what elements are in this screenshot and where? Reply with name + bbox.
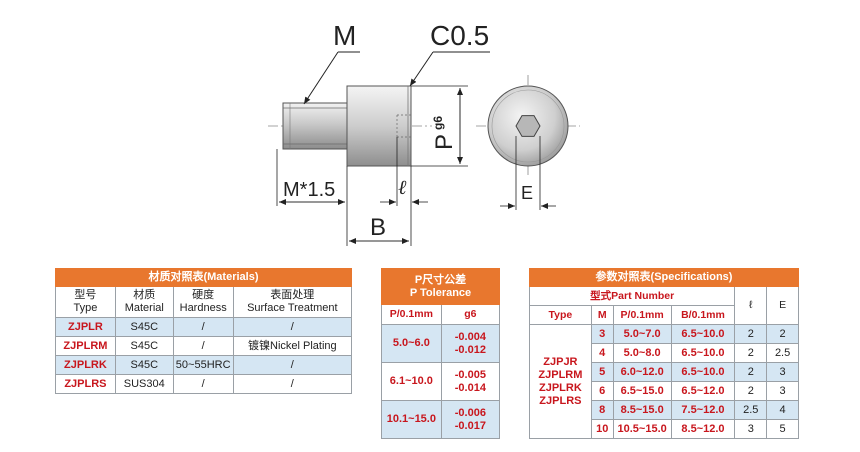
specs-header-m: M [590,305,614,325]
label-m15: M*1.5 [283,179,335,201]
label-e: E [521,183,533,203]
label-m: M [333,20,356,51]
specs-title: 参数对照表(Specifications) [529,268,799,287]
tolerance-header-g6: g6 [440,304,501,325]
hex-socket [515,115,541,137]
table-row: 8 8.5~15.0 7.5~12.0 2.5 4 [530,400,799,420]
table-row: ZJPLRK S45C 50~55HRC / [55,355,353,375]
specs-header-b: B/0.1mm [670,305,736,325]
table-row: ZJPLRS SUS304 / / [55,374,353,394]
label-chamfer: C0.5 [430,20,489,51]
label-b: B [370,214,386,241]
table-row: ZJPLRM S45C / 镀镍Nickel Plating [55,336,353,356]
table-row: 6 6.5~15.0 6.5~12.0 2 3 [530,381,799,401]
technical-drawing: M C0.5 P g6 M*1.5 ℓ B E [268,20,580,246]
materials-title: 材质对照表(Materials) [55,268,352,287]
specs-header-type: Type [529,305,592,325]
specs-header-e: E [766,286,799,325]
tolerance-header-p: P/0.1mm [381,304,442,325]
threaded-shaft [282,102,348,150]
table-row: 4 5.0~8.0 6.5~10.0 2 2.5 [530,343,799,363]
specs-part-number: 型式Part Number [528,286,736,306]
table-row: 5 6.0~12.0 6.5~10.0 2 3 [530,362,799,382]
specs-header-p: P/0.1mm [612,305,672,325]
table-row: 10 10.5~15.0 8.5~12.0 3 5 [530,419,799,439]
pin-head [346,85,412,167]
table-row: ZJPLR S45C / / [55,317,353,337]
table-row: 10.1~15.0 -0.006-0.017 [381,400,501,439]
table-row: 5.0~6.0 -0.004-0.012 [381,324,501,363]
label-p-sub: g6 [431,116,445,130]
table-row: 6.1~10.0 -0.005-0.014 [381,362,501,401]
specs-header-l: ℓ [734,286,768,325]
specs-table: 参数对照表(Specifications) 型式Part Number ℓ E … [528,268,799,439]
label-l: ℓ [398,175,407,199]
label-p: P [431,134,458,150]
